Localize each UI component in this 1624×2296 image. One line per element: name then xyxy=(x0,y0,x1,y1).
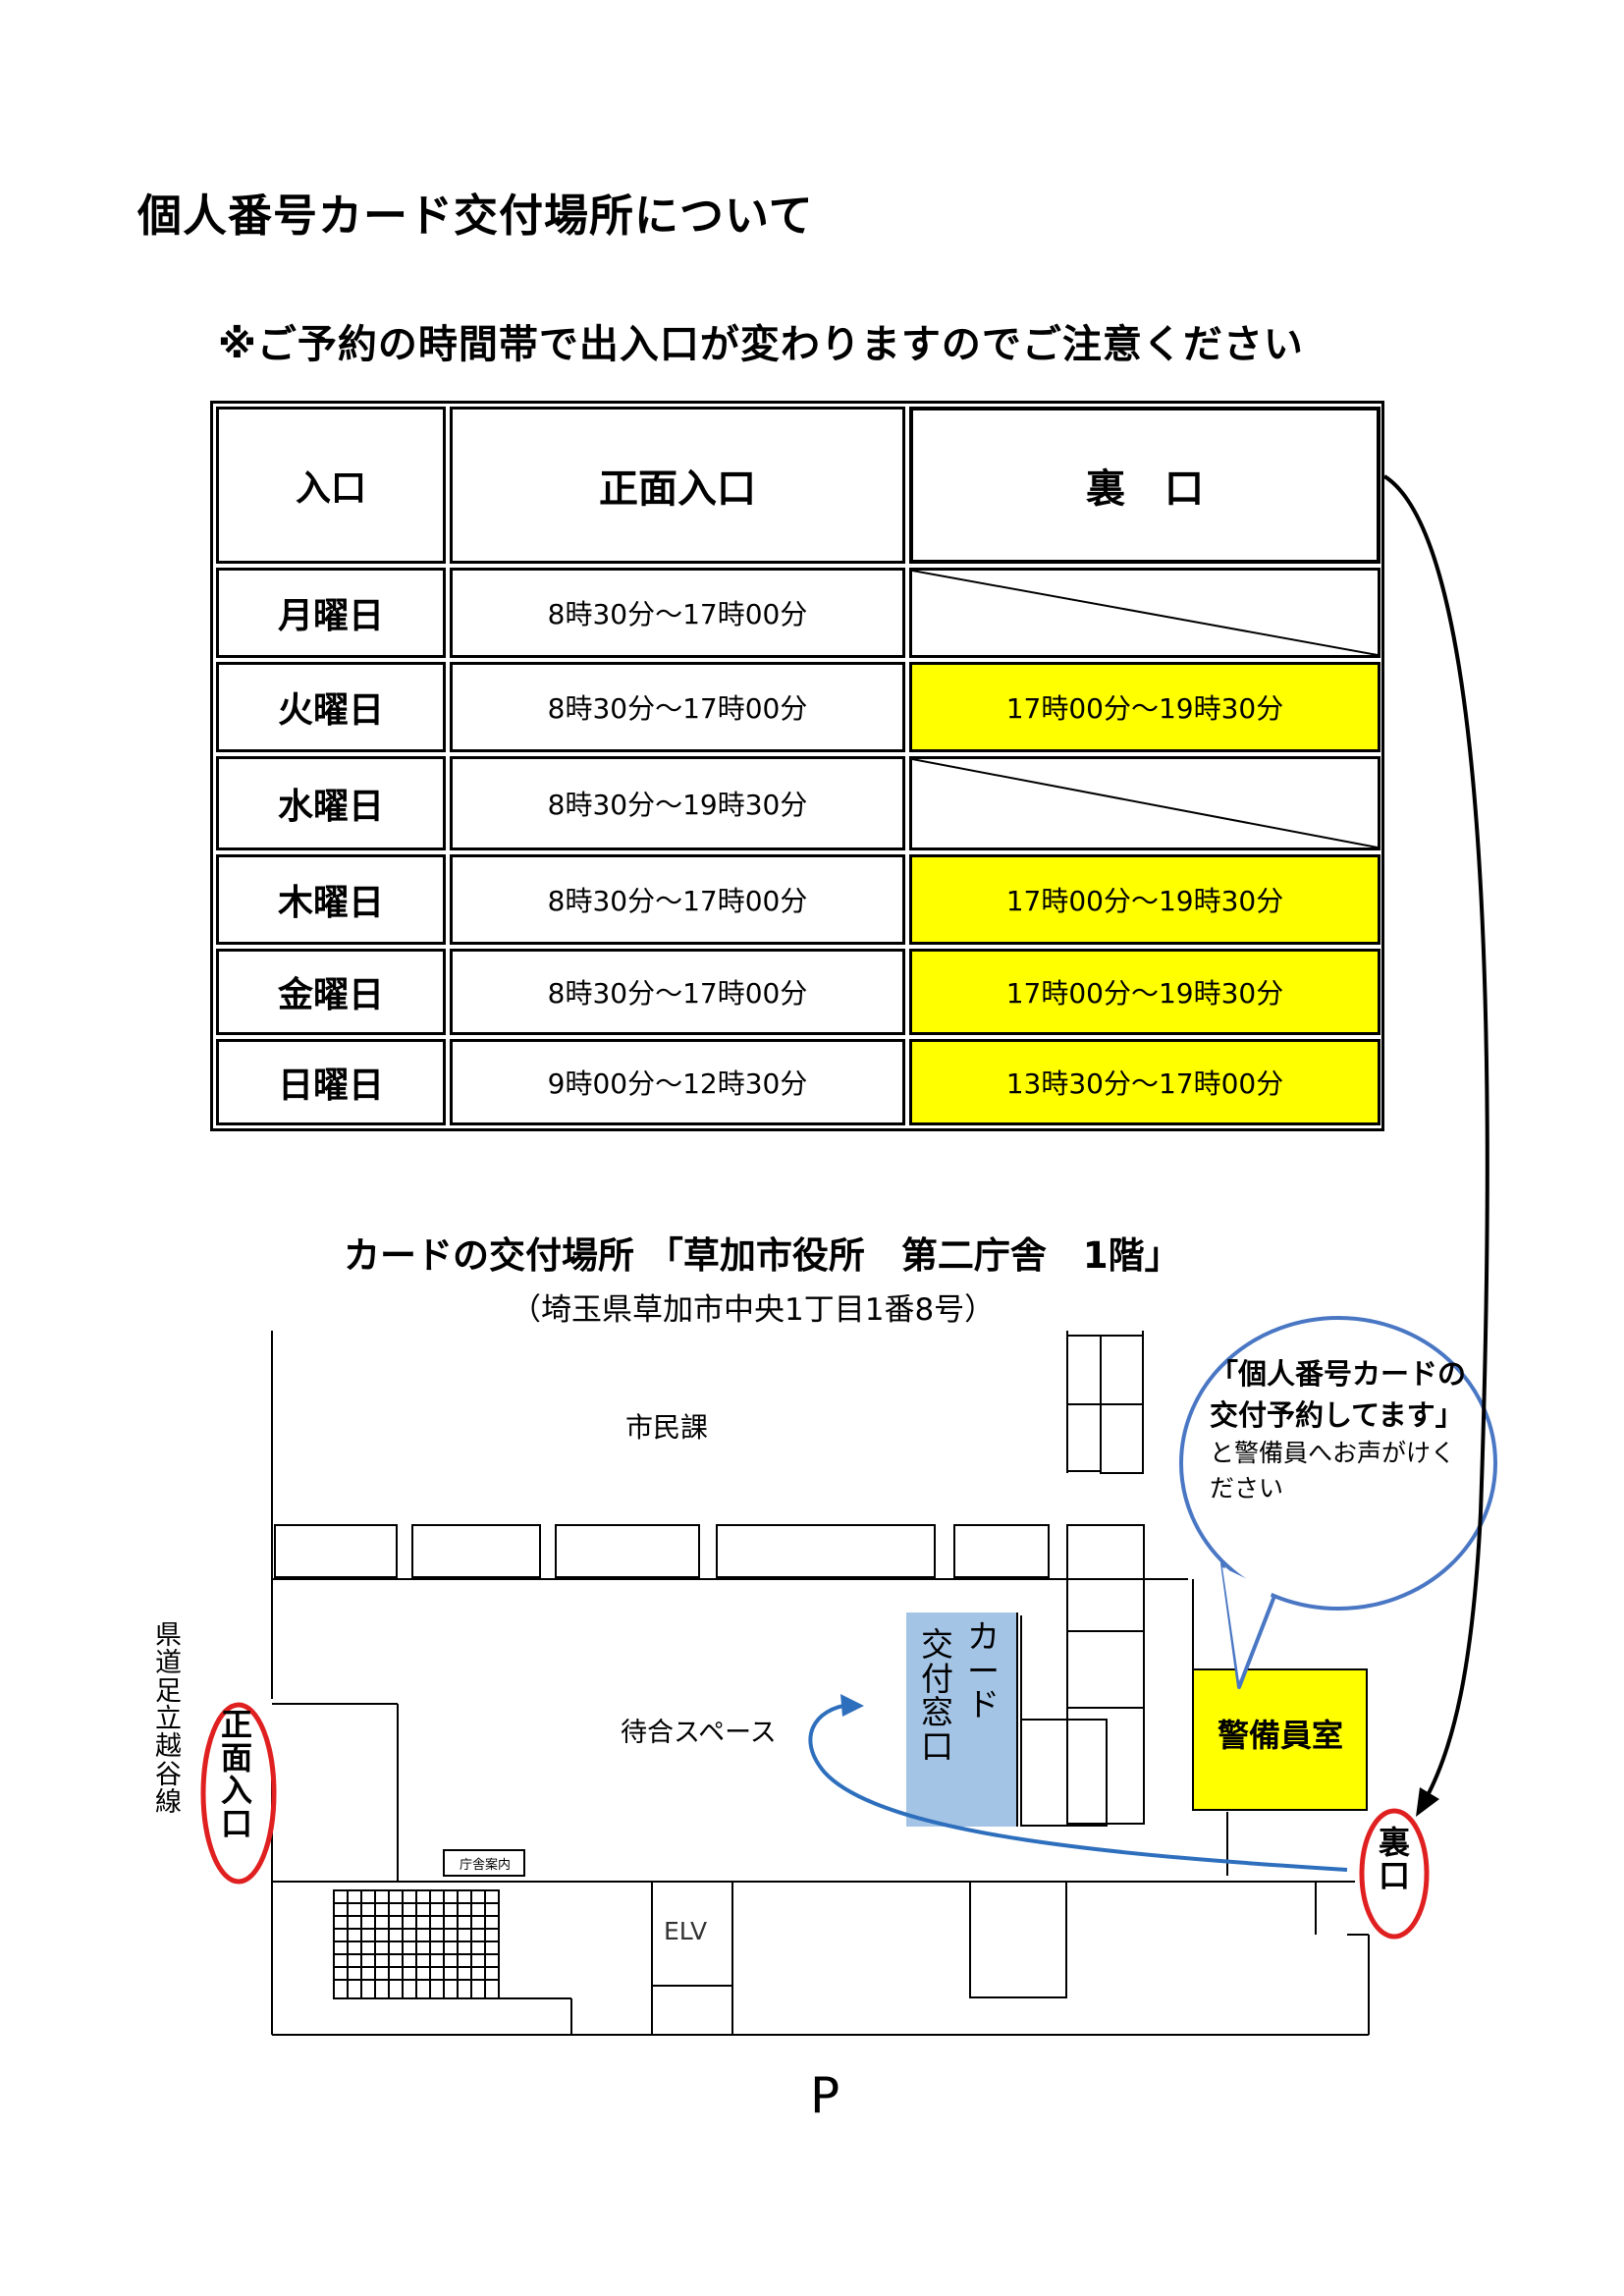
vertical-char: 窓 xyxy=(921,1693,953,1732)
row-back-time: 13時30分～17時00分 xyxy=(909,1039,1380,1125)
row-day: 水曜日 xyxy=(216,756,446,850)
card-window-label: カード xyxy=(967,1617,1000,1724)
waiting-area-label: 待合スペース xyxy=(621,1718,777,1748)
vertical-char: 口 xyxy=(921,1726,953,1766)
header-front-entrance: 正面入口 xyxy=(450,407,905,564)
row-front-time: 9時00分～12時30分 xyxy=(450,1039,905,1125)
row-day: 木曜日 xyxy=(216,854,446,945)
shimin-ka-label: 市民課 xyxy=(625,1411,709,1444)
notice-text: ※ご予約の時間帯で出入口が変わりますのでご注意ください xyxy=(218,322,1304,367)
parking-label: P xyxy=(810,2067,840,2124)
card-window-label: 交付窓口 xyxy=(921,1625,953,1766)
elevator-label: ELV xyxy=(664,1917,708,1945)
vertical-char: 越 xyxy=(155,1731,182,1763)
header-entrance: 入口 xyxy=(216,407,446,564)
row-back-time: 17時00分～19時30分 xyxy=(909,662,1380,752)
row-front-time: 8時30分～17時00分 xyxy=(450,949,905,1035)
map-address: （埼玉県草加市中央1丁目1番8号） xyxy=(511,1292,996,1328)
vertical-char: 立 xyxy=(155,1704,182,1735)
info-sign-label: 庁舎案内 xyxy=(459,1858,511,1873)
vertical-char: カ xyxy=(967,1617,1000,1656)
bubble-rest-text: と警備員へお声がけください xyxy=(1210,1439,1456,1503)
vertical-char: ー xyxy=(967,1651,1000,1690)
front-entrance-label: 正面入口 xyxy=(221,1706,253,1842)
vertical-char: 足 xyxy=(155,1675,182,1707)
vertical-char: 入 xyxy=(221,1772,253,1810)
row-front-time: 8時30分～17時00分 xyxy=(450,854,905,945)
vertical-char: 道 xyxy=(155,1648,182,1679)
vertical-char: 谷 xyxy=(155,1759,182,1790)
row-back-time: 17時00分～19時30分 xyxy=(909,949,1380,1035)
vertical-char: 正 xyxy=(221,1706,253,1743)
map-title: カードの交付場所 「草加市役所 第二庁舎 1階」 xyxy=(344,1234,1181,1277)
row-back-empty xyxy=(909,756,1380,850)
row-day: 火曜日 xyxy=(216,662,446,752)
road-label: 県道足立越谷線 xyxy=(155,1620,182,1819)
guard-room-label: 警備員室 xyxy=(1217,1717,1343,1754)
page-title: 個人番号カード交付場所について xyxy=(137,190,814,242)
row-day: 日曜日 xyxy=(216,1039,446,1125)
row-front-time: 8時30分～17時00分 xyxy=(450,662,905,752)
vertical-char: ド xyxy=(967,1685,1000,1724)
vertical-char: 付 xyxy=(921,1659,953,1698)
header-back-entrance: 裏 口 xyxy=(909,407,1380,564)
vertical-char: 交 xyxy=(921,1625,953,1664)
row-day: 月曜日 xyxy=(216,568,446,658)
back-entrance-label: 裏口 xyxy=(1379,1824,1411,1894)
speech-bubble: 「個人番号カードの交付予約してます」と警備員へお声がけください xyxy=(1210,1353,1475,1507)
vertical-char: 裏 xyxy=(1379,1824,1411,1861)
schedule-table: 入口 正面入口 裏 口 月曜日 8時30分～17時00分 火曜日 8時30分～1… xyxy=(0,0,1624,1139)
bubble-bold-text: 「個人番号カードの交付予約してます」 xyxy=(1210,1357,1467,1433)
vertical-char: 口 xyxy=(1379,1856,1411,1894)
vertical-char: 口 xyxy=(221,1804,253,1842)
row-front-time: 8時30分～17時00分 xyxy=(450,568,905,658)
row-front-time: 8時30分～19時30分 xyxy=(450,756,905,850)
vertical-char: 線 xyxy=(155,1787,182,1819)
vertical-char: 県 xyxy=(155,1620,182,1651)
row-back-time: 17時00分～19時30分 xyxy=(909,854,1380,945)
row-day: 金曜日 xyxy=(216,949,446,1035)
vertical-char: 面 xyxy=(221,1738,253,1777)
row-back-empty xyxy=(909,568,1380,658)
